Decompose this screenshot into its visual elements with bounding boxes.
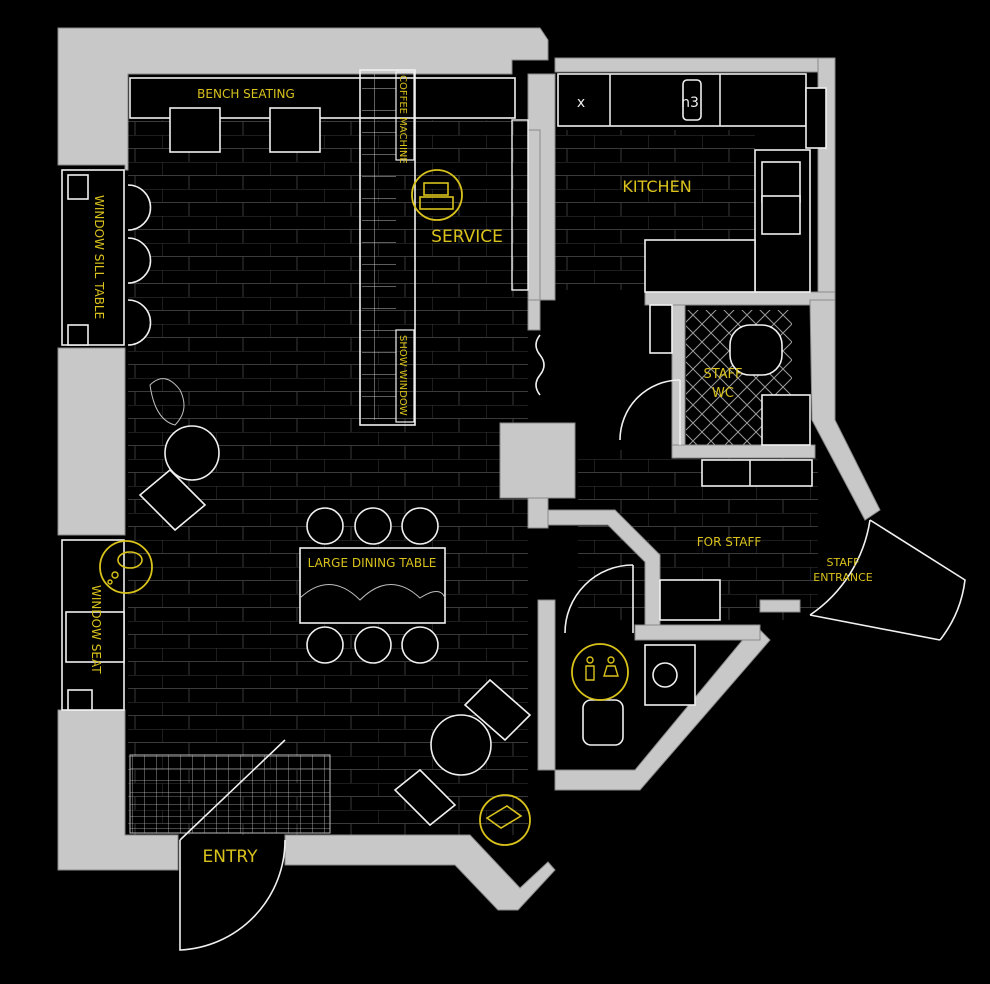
label-entry: ENTRY <box>203 847 259 867</box>
label-window-sill-table: WINDOW SILL TABLE <box>92 195 106 319</box>
label-coffee-machine: COFFEE MACHINE <box>397 75 408 164</box>
label-show-window: SHOW WINDOW <box>397 335 408 416</box>
walls <box>57 27 881 911</box>
entry-mat <box>129 754 331 834</box>
hob-mark: n3 <box>681 95 699 111</box>
thought-bubble-icon <box>99 540 153 594</box>
staff-wc <box>686 310 813 487</box>
label-for-staff: FOR STAFF <box>697 535 762 549</box>
label-large-dining-table: LARGE DINING TABLE <box>308 556 437 570</box>
label-staff: STAFF <box>703 367 742 382</box>
label-kitchen: KITCHEN <box>622 177 691 196</box>
cafe-table-left <box>138 378 220 532</box>
label-service: SERVICE <box>431 227 503 247</box>
label-wc: WC <box>712 386 734 401</box>
window-sill-table <box>61 169 125 346</box>
window-seat <box>61 539 125 711</box>
large-dining-table <box>299 507 446 664</box>
label-staff-entrance-2: ENTRANCE <box>813 571 873 584</box>
label-staff-entrance-1: STAFF <box>826 556 859 569</box>
window-stools <box>127 184 152 346</box>
cafe-table-right <box>393 678 532 827</box>
sink-mark: x <box>577 95 585 111</box>
bench-seating <box>129 77 516 153</box>
cash-register-icon <box>411 169 463 221</box>
label-bench-seating: BENCH SEATING <box>197 87 295 101</box>
kitchen-counters <box>557 73 827 354</box>
doors <box>179 334 966 951</box>
piano-icon <box>479 794 531 846</box>
public-wc <box>582 579 721 746</box>
label-window-seat: WINDOW SEAT <box>89 585 103 674</box>
restroom-icon <box>571 643 629 701</box>
service-counter <box>359 69 529 426</box>
